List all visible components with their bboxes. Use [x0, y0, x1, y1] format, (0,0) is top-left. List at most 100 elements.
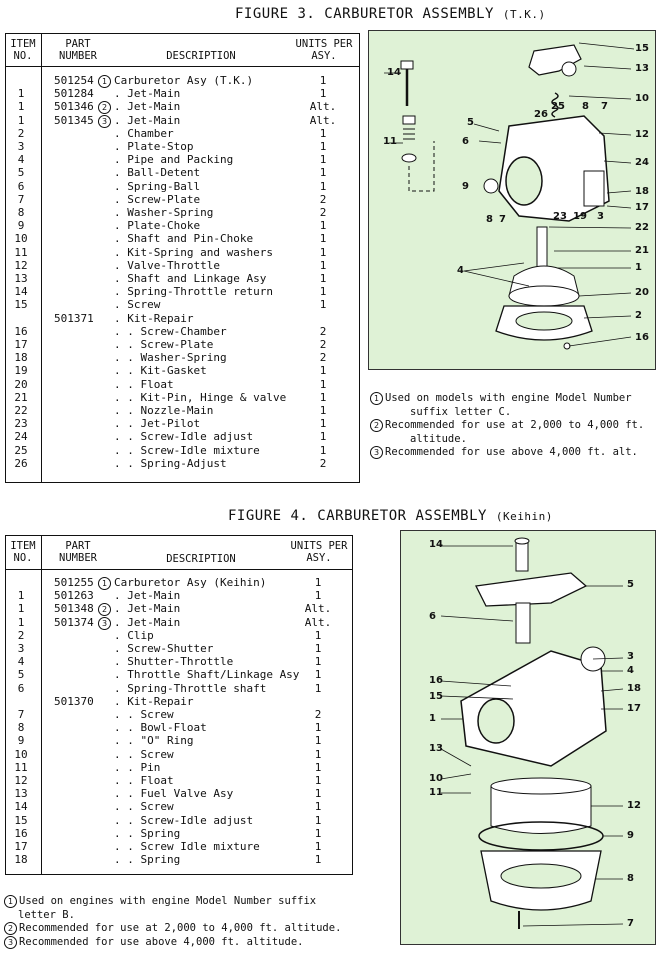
- callout-label: 5: [627, 579, 634, 590]
- footnote-text: Recommended for use at 2,000 to 4,000 ft…: [385, 419, 645, 431]
- units-per-assembly: 1: [314, 800, 322, 814]
- description-text: . . Screw-Plate: [114, 338, 214, 351]
- header-item: ITEM NO.: [10, 38, 36, 62]
- item-number: 1: [17, 615, 25, 629]
- callout-label: 7: [601, 101, 608, 112]
- units-per-assembly: 1: [319, 417, 327, 431]
- description: . . Screw-Plate: [114, 338, 213, 351]
- callout-label: 13: [635, 63, 649, 74]
- callout-label: 11: [429, 787, 443, 798]
- item-number: 5: [17, 668, 25, 682]
- table-row: 5 . Throttle Shaft/Linkage Asy 1: [6, 668, 352, 681]
- units-per-assembly: Alt.: [304, 615, 332, 629]
- item-number: 2: [17, 126, 25, 140]
- description: . Ball-Detent: [114, 166, 200, 179]
- item-number: 10: [14, 747, 28, 761]
- units-per-assembly: 1: [314, 668, 322, 682]
- figure3-subtitle: (T.K.): [502, 8, 546, 21]
- units-per-assembly: 1: [314, 642, 322, 655]
- description-text: . Kit-Repair: [114, 311, 194, 325]
- description-text: . Screw-Shutter: [114, 642, 214, 655]
- callout-label: 3: [597, 211, 604, 222]
- footnote-text: Recommended for use above 4,000 ft. alti…: [19, 935, 304, 948]
- units-per-assembly: 2: [319, 351, 327, 365]
- item-number: 1: [17, 100, 25, 114]
- item-number: 8: [17, 721, 25, 735]
- callout-label: 14: [429, 539, 443, 550]
- description: . . Screw-Idle adjust: [114, 814, 253, 827]
- table-row: 501370. Kit-Repair: [6, 695, 352, 708]
- callout-label: 13: [429, 743, 443, 754]
- description-text: . Throttle Shaft/Linkage Asy: [114, 668, 300, 682]
- footnote-text: Used on models with engine Model Number: [385, 392, 632, 404]
- units-per-assembly: 1: [314, 774, 322, 787]
- description: . Clip: [114, 629, 154, 642]
- item-number: 14: [14, 800, 28, 814]
- description-text: . Plate-Stop: [114, 140, 194, 153]
- description: . Kit-Repair: [114, 695, 193, 708]
- item-number: 15: [14, 298, 28, 312]
- figure4-parts-table: ITEM NO. PART NUMBER DESCRIPTION UNITS P…: [5, 535, 353, 875]
- callout-label: 24: [635, 157, 649, 168]
- units-per-assembly: 1: [314, 734, 322, 748]
- footnote-marker-icon: 1: [370, 392, 383, 405]
- item-number: 13: [14, 787, 28, 801]
- description-text: . . Bowl-Float: [114, 721, 207, 735]
- description-text: . Spring-Ball: [114, 179, 201, 193]
- units-per-assembly: 1: [314, 589, 322, 603]
- units-per-assembly: 1: [314, 787, 322, 801]
- item-number: 17: [14, 840, 28, 853]
- description-text: Carburetor Asy (Keihin): [114, 576, 267, 589]
- units-per-assembly: 1: [319, 285, 327, 299]
- description: . Shutter-Throttle: [114, 655, 233, 668]
- item-number: 11: [14, 245, 28, 259]
- units-per-assembly: 1: [319, 390, 327, 404]
- table-header: ITEM NO. PART NUMBER DESCRIPTION UNITS P…: [6, 34, 359, 67]
- item-number: 13: [14, 272, 28, 285]
- description: . . Spring: [114, 827, 180, 840]
- description-text: . . Kit-Gasket: [114, 364, 207, 378]
- description-text: . Shutter-Throttle: [114, 655, 234, 669]
- units-per-assembly: 1: [314, 853, 322, 867]
- part-number: 501255: [54, 576, 94, 589]
- figure4-diagram-drawing: [440, 537, 624, 929]
- description-text: . Spring-Throttle shaft: [114, 681, 267, 695]
- description-text: . . "O" Ring: [114, 734, 194, 748]
- description: 2. Jet-Main: [98, 602, 180, 617]
- units-per-assembly: Alt.: [304, 602, 332, 616]
- units-per-assembly: 1: [319, 166, 327, 180]
- item-number: 15: [14, 813, 28, 827]
- item-number: 18: [14, 853, 28, 867]
- units-per-assembly: 1: [319, 443, 327, 457]
- description: . . Bowl-Float: [114, 721, 207, 734]
- callout-label: 4: [457, 265, 464, 276]
- callout-label: 19: [573, 211, 587, 222]
- part-number: 501263: [54, 589, 94, 603]
- description-text: . . Screw-Idle adjust: [114, 430, 254, 444]
- units-per-assembly: 1: [319, 404, 327, 417]
- item-number: 17: [14, 338, 28, 351]
- figure4-title-text: FIGURE 4. CARBURETOR ASSEMBLY: [228, 508, 487, 524]
- units-per-assembly: 1: [319, 364, 327, 378]
- callout-label: 26: [534, 109, 548, 120]
- item-number: 2: [17, 628, 25, 642]
- description: . . Screw: [114, 800, 174, 813]
- units-per-assembly: 1: [319, 232, 327, 246]
- footnote-text: suffix letter C.: [410, 405, 512, 418]
